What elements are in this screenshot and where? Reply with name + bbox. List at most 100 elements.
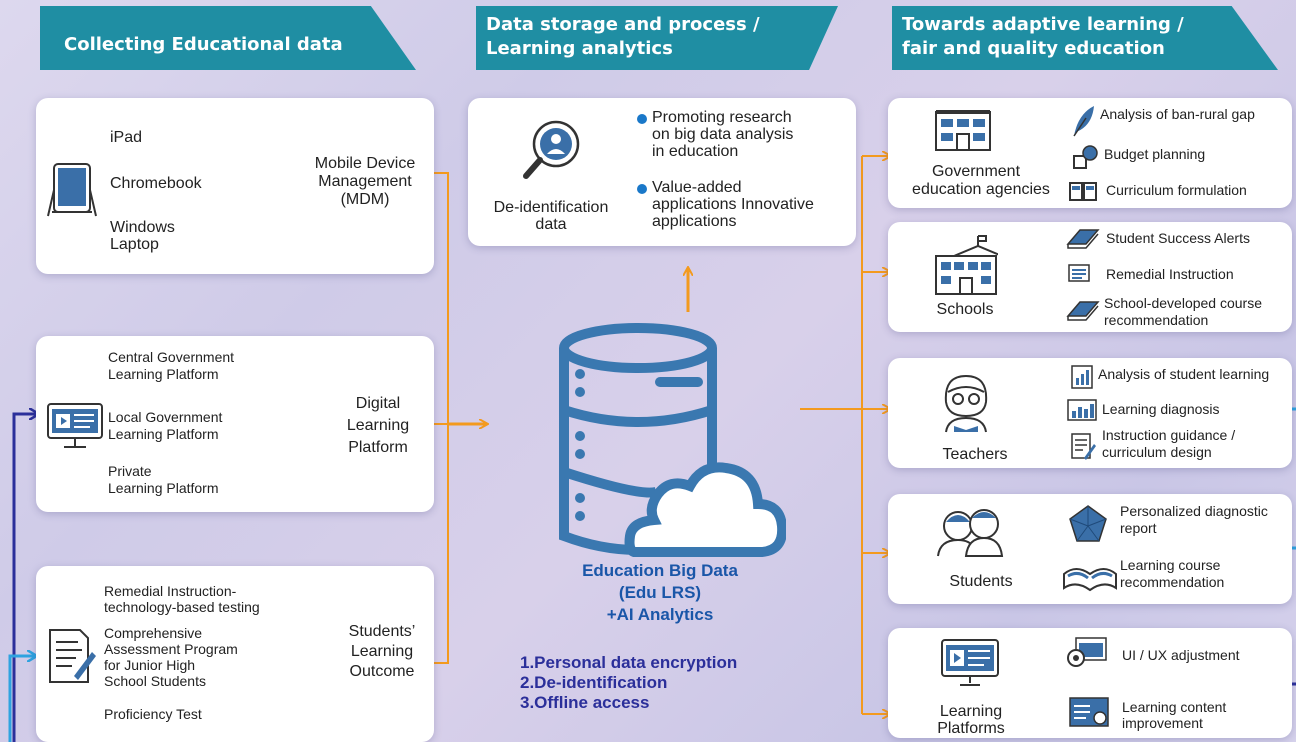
bigdata-title-3: +AI Analytics: [606, 605, 714, 624]
gov-item-1: Analysis of ban-rural gap: [1100, 106, 1255, 122]
feather-pen-icon: [1070, 104, 1096, 143]
header-adaptive-line2: fair and quality education: [902, 38, 1165, 59]
platforms-item-2a: Learning content: [1122, 699, 1227, 715]
platform-item-1b: Learning Platform: [108, 366, 219, 382]
teachers-item-3a: Instruction guidance /: [1102, 427, 1236, 443]
bigdata-feature-3: 3.Offline access: [520, 693, 650, 712]
chart-report-icon: [1070, 364, 1094, 395]
schools-item-3b: recommendation: [1104, 312, 1209, 328]
outcome-target-1: Students’: [348, 623, 416, 640]
header-adaptive-line1: Towards adaptive learning /: [902, 14, 1184, 35]
database-cloud-icon: [556, 322, 788, 563]
deid-bullet1-3: in education: [652, 143, 739, 160]
device-windows: Windows: [110, 219, 175, 236]
gov-name-1: Government: [931, 163, 1021, 180]
gov-name-2: education agencies: [912, 181, 1050, 198]
mdm-target-1: Mobile Device: [314, 155, 416, 172]
header-adaptive: Towards adaptive learning / fair and qua…: [892, 6, 1278, 70]
platform-target-1: Digital: [355, 395, 401, 412]
platform-item-2a: Local Government: [108, 409, 223, 425]
students-name: Students: [949, 573, 1013, 590]
header-storage: Data storage and process / Learning anal…: [476, 6, 838, 70]
bullet-dot: [637, 114, 647, 124]
mdm-target-2: Management: [318, 173, 412, 190]
outcome-item-1b: technology-based testing: [104, 599, 260, 615]
deid-label-1: De-identification: [493, 199, 609, 216]
platforms-name-2: Platforms: [937, 720, 1005, 737]
content-window-icon: [1068, 696, 1110, 735]
students-item-2b: recommendation: [1120, 574, 1225, 590]
gov-item-2: Budget planning: [1104, 146, 1206, 162]
bigdata-title-1: Education Big Data: [582, 561, 738, 580]
teacher-icon: [938, 372, 994, 439]
students-item-1b: report: [1120, 520, 1157, 536]
platform-item-1a: Central Government: [108, 349, 235, 365]
outcome-item-2b: Assessment Program: [104, 641, 238, 657]
outcome-item-2a: Comprehensive: [104, 625, 203, 641]
coins-icon: [1070, 144, 1098, 175]
gear-window-icon: [1066, 636, 1108, 673]
bar-chart-icon: [1066, 398, 1098, 427]
deid-bullet2-2: applications Innovative: [652, 196, 814, 213]
gov-item-3: Curriculum formulation: [1106, 182, 1247, 198]
header-storage-line1: Data storage and process /: [486, 14, 760, 35]
open-book-icon: [1062, 560, 1118, 597]
outcome-item-2d: School Students: [104, 673, 206, 689]
students-icon: [936, 506, 1008, 563]
card-outcome: [36, 566, 434, 742]
platforms-name-1: Learning: [939, 703, 1003, 720]
document-edit-icon: [46, 628, 96, 689]
document-pen-icon: [1070, 432, 1096, 467]
card-mdm: [36, 98, 434, 274]
students-item-2a: Learning course: [1120, 557, 1221, 573]
device-ipad: iPad: [110, 129, 143, 146]
header-collect-text: Collecting Educational data: [64, 34, 343, 55]
mdm-target-3: (MDM): [340, 191, 390, 208]
bullet-dot: [637, 184, 647, 194]
teachers-name: Teachers: [942, 446, 1008, 463]
monitor-icon: [46, 402, 104, 455]
deid-bullet1-2: on big data analysis: [652, 126, 794, 143]
bigdata-feature-2: 2.De-identification: [520, 673, 668, 692]
magnifier-person-icon: [520, 116, 584, 191]
outcome-item-1a: Remedial Instruction-: [104, 583, 237, 599]
platform-target-3: Platform: [348, 439, 408, 456]
platforms-item-2b: improvement: [1122, 715, 1203, 731]
notes-icon: [1066, 262, 1096, 289]
outcome-item-3: Proficiency Test: [104, 706, 202, 722]
students-item-1a: Personalized diagnostic: [1120, 503, 1268, 519]
teachers-item-2: Learning diagnosis: [1102, 401, 1220, 417]
bigdata-title-2: (Edu LRS): [618, 583, 702, 602]
platform-item-3b: Learning Platform: [108, 480, 219, 496]
platforms-item-1: UI / UX adjustment: [1122, 647, 1240, 663]
outcome-target-2: Learning: [350, 643, 414, 660]
outcome-item-2c: for Junior High: [104, 657, 196, 673]
tablet-icon: [44, 160, 100, 227]
deid-bullet2-3: applications: [652, 213, 737, 230]
schools-item-3a: School-developed course: [1104, 295, 1262, 311]
header-storage-line2: Learning analytics: [486, 38, 673, 59]
monitor-icon: [940, 638, 1000, 693]
pentagon-chart-icon: [1068, 504, 1108, 549]
platform-item-3a: Private: [108, 463, 152, 479]
schools-item-1: Student Success Alerts: [1106, 230, 1250, 246]
header-collect: Collecting Educational data: [40, 6, 416, 70]
teachers-item-3b: curriculum design: [1102, 444, 1212, 460]
schools-name: Schools: [936, 301, 994, 318]
deid-bullet2-1: Value-added: [652, 179, 742, 196]
outcome-target-3: Outcome: [349, 663, 415, 680]
government-building-icon: [934, 106, 992, 157]
schools-item-2: Remedial Instruction: [1106, 266, 1234, 282]
device-laptop: Laptop: [110, 236, 159, 253]
teachers-item-1: Analysis of student learning: [1098, 366, 1270, 382]
books-icon: [1066, 226, 1100, 255]
school-building-icon: [934, 234, 1003, 301]
deid-label-2: data: [535, 216, 567, 233]
platform-target-2: Learning: [346, 417, 410, 434]
open-book-icon: [1068, 180, 1098, 207]
books-icon: [1066, 298, 1100, 327]
deid-bullet1-1: Promoting research: [652, 109, 792, 126]
platform-item-2b: Learning Platform: [108, 426, 219, 442]
device-chromebook: Chromebook: [110, 175, 202, 192]
bigdata-feature-1: 1.Personal data encryption: [520, 653, 738, 672]
